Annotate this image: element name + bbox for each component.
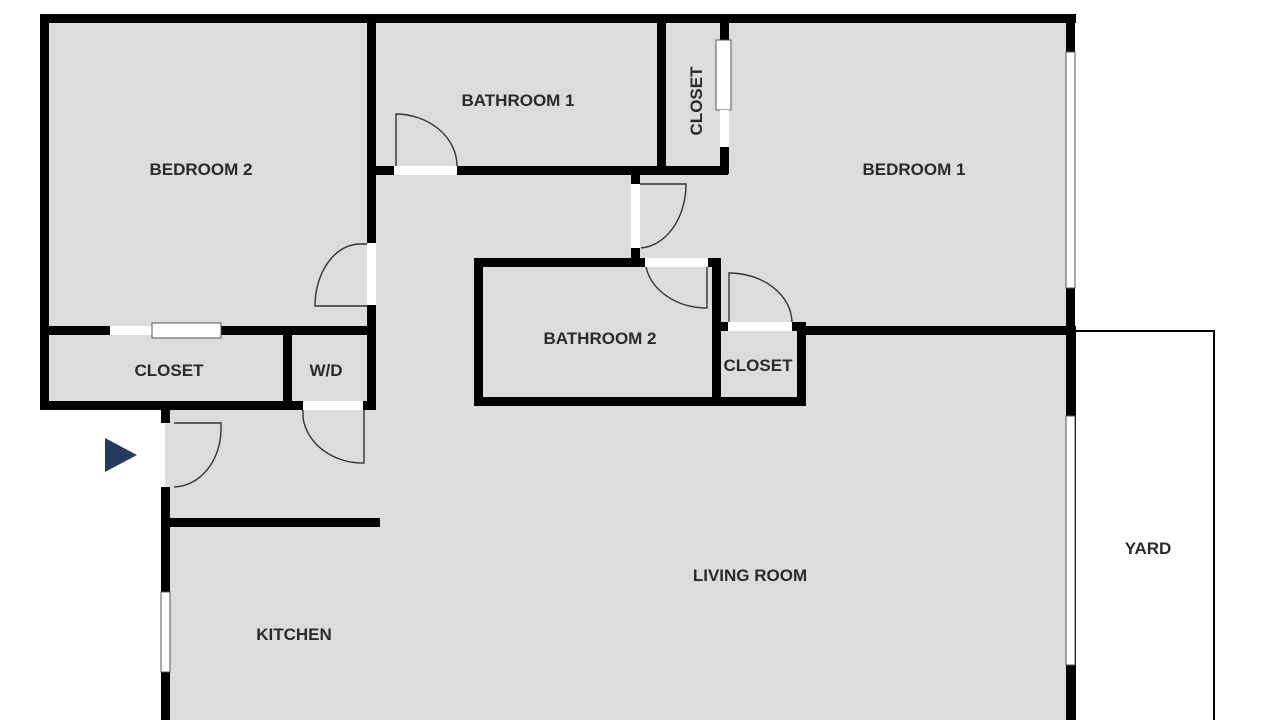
exterior-area xyxy=(0,409,165,720)
room-label-wd: W/D xyxy=(309,361,342,380)
door-swings xyxy=(173,113,793,488)
room-label-bedroom1: BEDROOM 1 xyxy=(863,160,966,179)
room-label-closet-top: CLOSET xyxy=(687,66,706,136)
room-label-bathroom1: BATHROOM 1 xyxy=(461,91,574,110)
walls xyxy=(40,14,1076,720)
entry-arrow-icon xyxy=(105,438,137,472)
room-label-bathroom2: BATHROOM 2 xyxy=(543,329,656,348)
room-label-yard: YARD xyxy=(1125,539,1172,558)
room-label-kitchen: KITCHEN xyxy=(256,625,332,644)
room-label-closet-left: CLOSET xyxy=(135,361,205,380)
door-openings xyxy=(110,39,792,410)
room-label-bedroom2: BEDROOM 2 xyxy=(150,160,253,179)
floor-area xyxy=(44,18,1074,720)
room-label-living-room: LIVING ROOM xyxy=(693,566,807,585)
yard-area xyxy=(1074,330,1215,720)
windows xyxy=(160,51,1076,673)
room-label-closet-mid: CLOSET xyxy=(724,356,794,375)
